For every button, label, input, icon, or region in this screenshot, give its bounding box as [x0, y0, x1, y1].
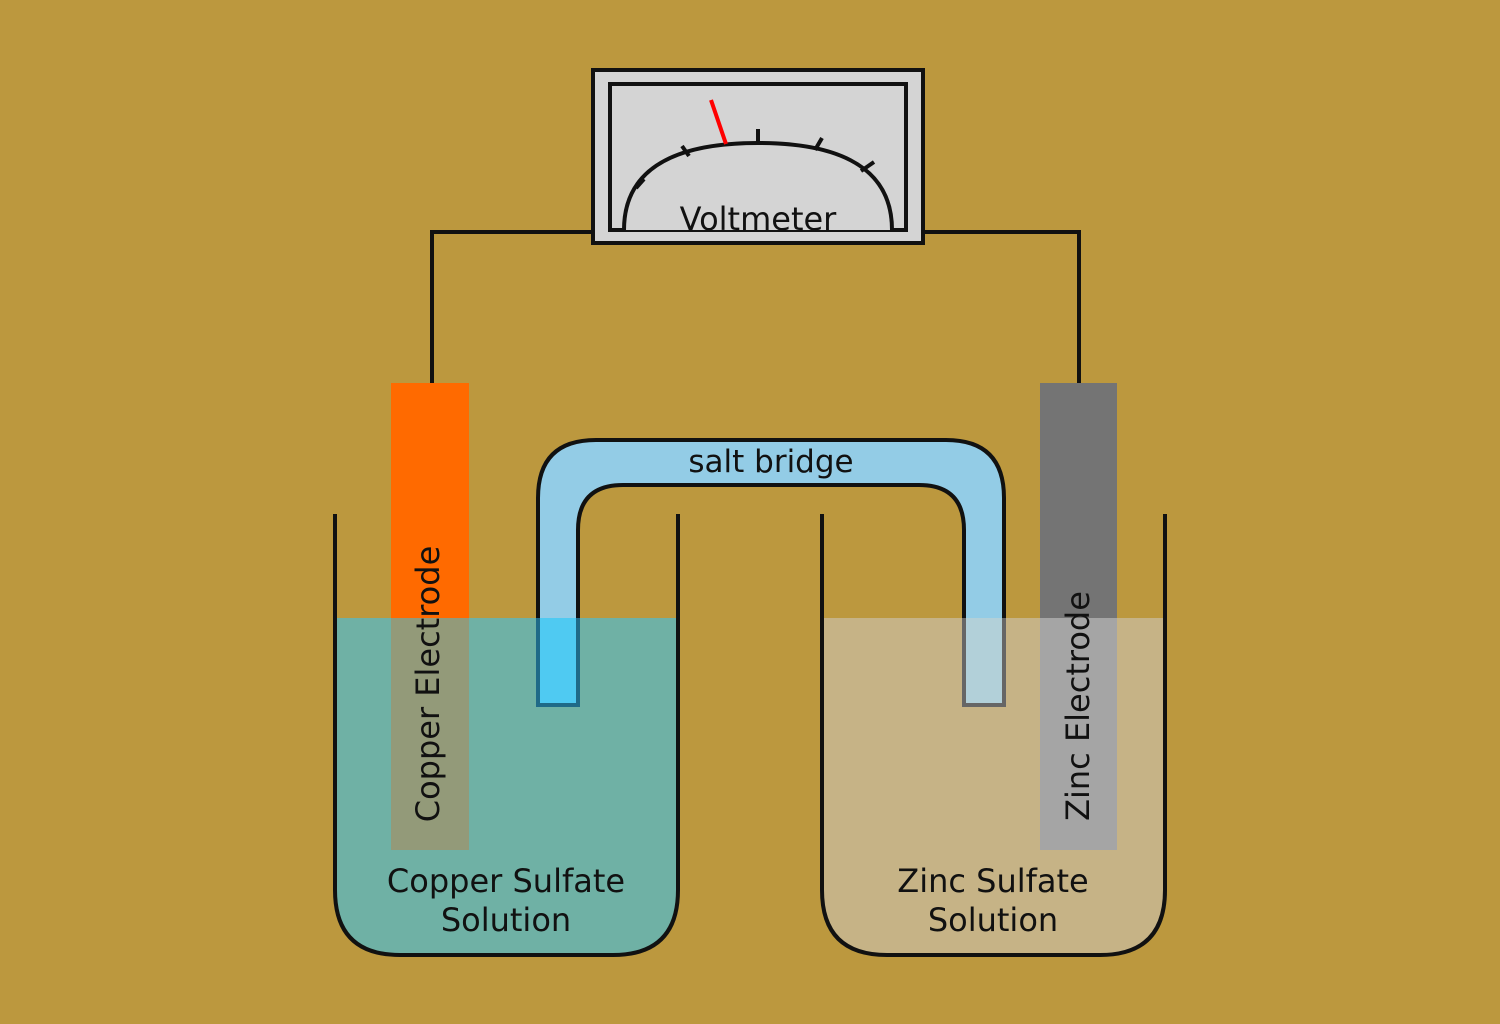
- zinc-solution-label-line1: Zinc Sulfate: [897, 862, 1088, 900]
- left-wire: [430, 230, 594, 383]
- salt-bridge-copper-end: [538, 618, 578, 705]
- salt-bridge-label: salt bridge: [688, 444, 853, 480]
- zinc-electrode-label: Zinc Electrode: [1059, 591, 1097, 821]
- voltmeter: Voltmeter: [591, 68, 925, 245]
- right-wire: [923, 230, 1081, 383]
- tick-4: [813, 136, 824, 152]
- copper-solution-label-line1: Copper Sulfate: [387, 862, 625, 900]
- voltmeter-label: Voltmeter: [680, 200, 838, 238]
- tick-2: [680, 144, 691, 158]
- copper-electrode-submerged: [391, 618, 469, 850]
- tick-1: [634, 177, 646, 190]
- zinc-cell: Zinc Electrode Zinc Sulfate Solution: [820, 383, 1167, 957]
- salt-bridge-copper-end-outline: [536, 618, 580, 707]
- copper-electrode-label: Copper Electrode: [409, 546, 447, 823]
- salt-bridge-zinc-end-outline: [962, 618, 1006, 707]
- copper-electrode: [391, 383, 469, 618]
- zinc-electrode-submerged: [1040, 618, 1117, 850]
- voltmeter-ticks: [634, 129, 876, 190]
- zinc-electrode: [1040, 383, 1117, 618]
- copper-beaker: [333, 514, 680, 957]
- zinc-solution-label-line2: Solution: [928, 901, 1058, 939]
- salt-bridge: salt bridge: [536, 438, 1006, 707]
- copper-cell: Copper Electrode Copper Sulfate Solution: [333, 383, 680, 957]
- voltmeter-needle: [709, 99, 728, 145]
- tick-5: [859, 160, 876, 173]
- copper-solution-label-line2: Solution: [441, 901, 571, 939]
- circuit-wires: [430, 230, 1081, 383]
- zinc-beaker: [820, 514, 1167, 957]
- salt-bridge-zinc-end: [964, 618, 1004, 705]
